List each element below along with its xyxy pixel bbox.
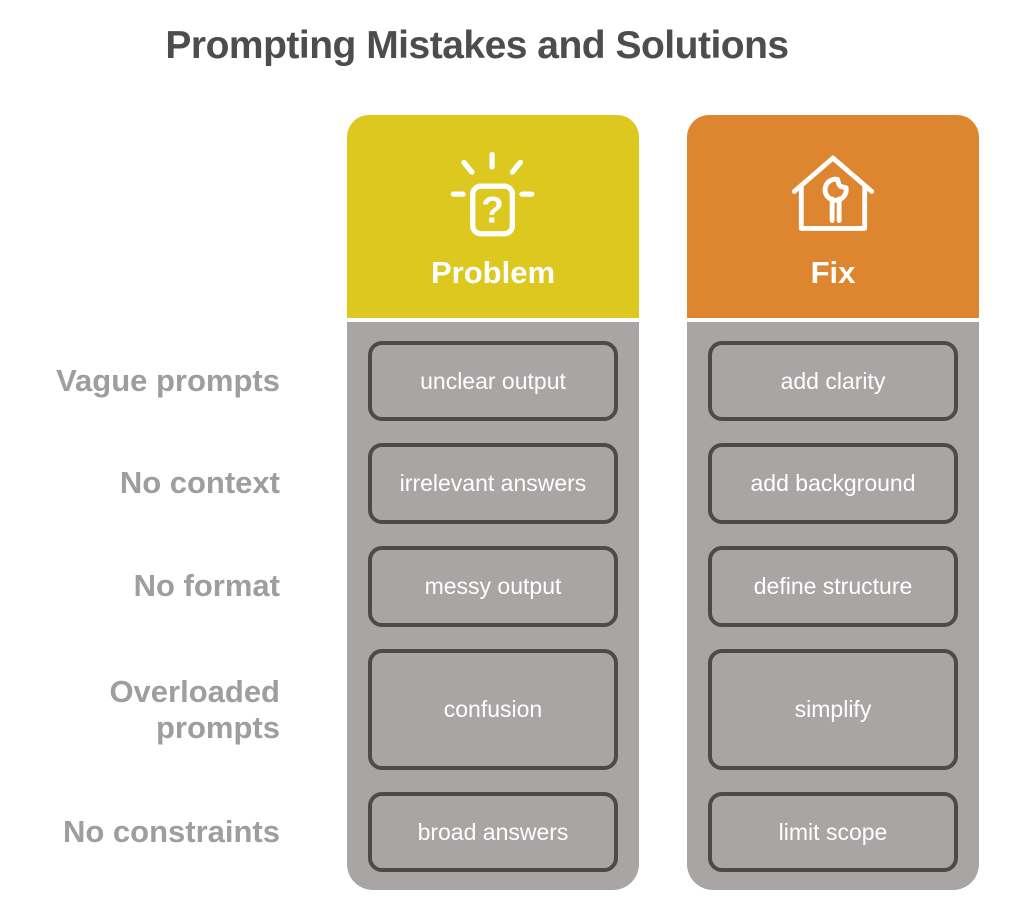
problem-column-header: ? Problem <box>347 115 639 318</box>
problem-cell-unclear-output: unclear output <box>368 341 618 421</box>
fix-panel: add clarity add background define struct… <box>687 322 979 890</box>
fix-cell-define-structure: define structure <box>708 546 958 627</box>
fix-cell-simplify: simplify <box>708 649 958 770</box>
problem-panel: unclear output irrelevant answers messy … <box>347 322 639 890</box>
problem-header-label: Problem <box>430 255 556 290</box>
row-label-overloaded-prompts: Overloaded prompts <box>109 674 280 745</box>
fix-column: Fix add clarity add background define st… <box>687 115 979 890</box>
question-alert-icon: ? <box>450 151 535 237</box>
problem-cell-irrelevant-answers: irrelevant answers <box>368 443 618 524</box>
fix-column-header: Fix <box>687 115 979 318</box>
fix-cell-limit-scope: limit scope <box>708 792 958 872</box>
problem-column: ? Problem unclear output irrelevant answ… <box>347 115 639 890</box>
row-label-vague-prompts: Vague prompts <box>56 363 280 398</box>
problem-cell-messy-output: messy output <box>368 546 618 627</box>
row-label-no-format: No format <box>133 568 280 603</box>
fix-header-label: Fix <box>810 255 856 290</box>
fix-cell-add-clarity: add clarity <box>708 341 958 421</box>
row-label-no-constraints: No constraints <box>62 814 280 849</box>
problem-cell-confusion: confusion <box>368 649 618 770</box>
page-title: Prompting Mistakes and Solutions <box>165 24 789 67</box>
house-wrench-icon <box>791 155 875 231</box>
svg-text:?: ? <box>481 189 504 230</box>
fix-cell-add-background: add background <box>708 443 958 524</box>
problem-cell-broad-answers: broad answers <box>368 792 618 872</box>
row-label-no-context: No context <box>119 465 280 500</box>
